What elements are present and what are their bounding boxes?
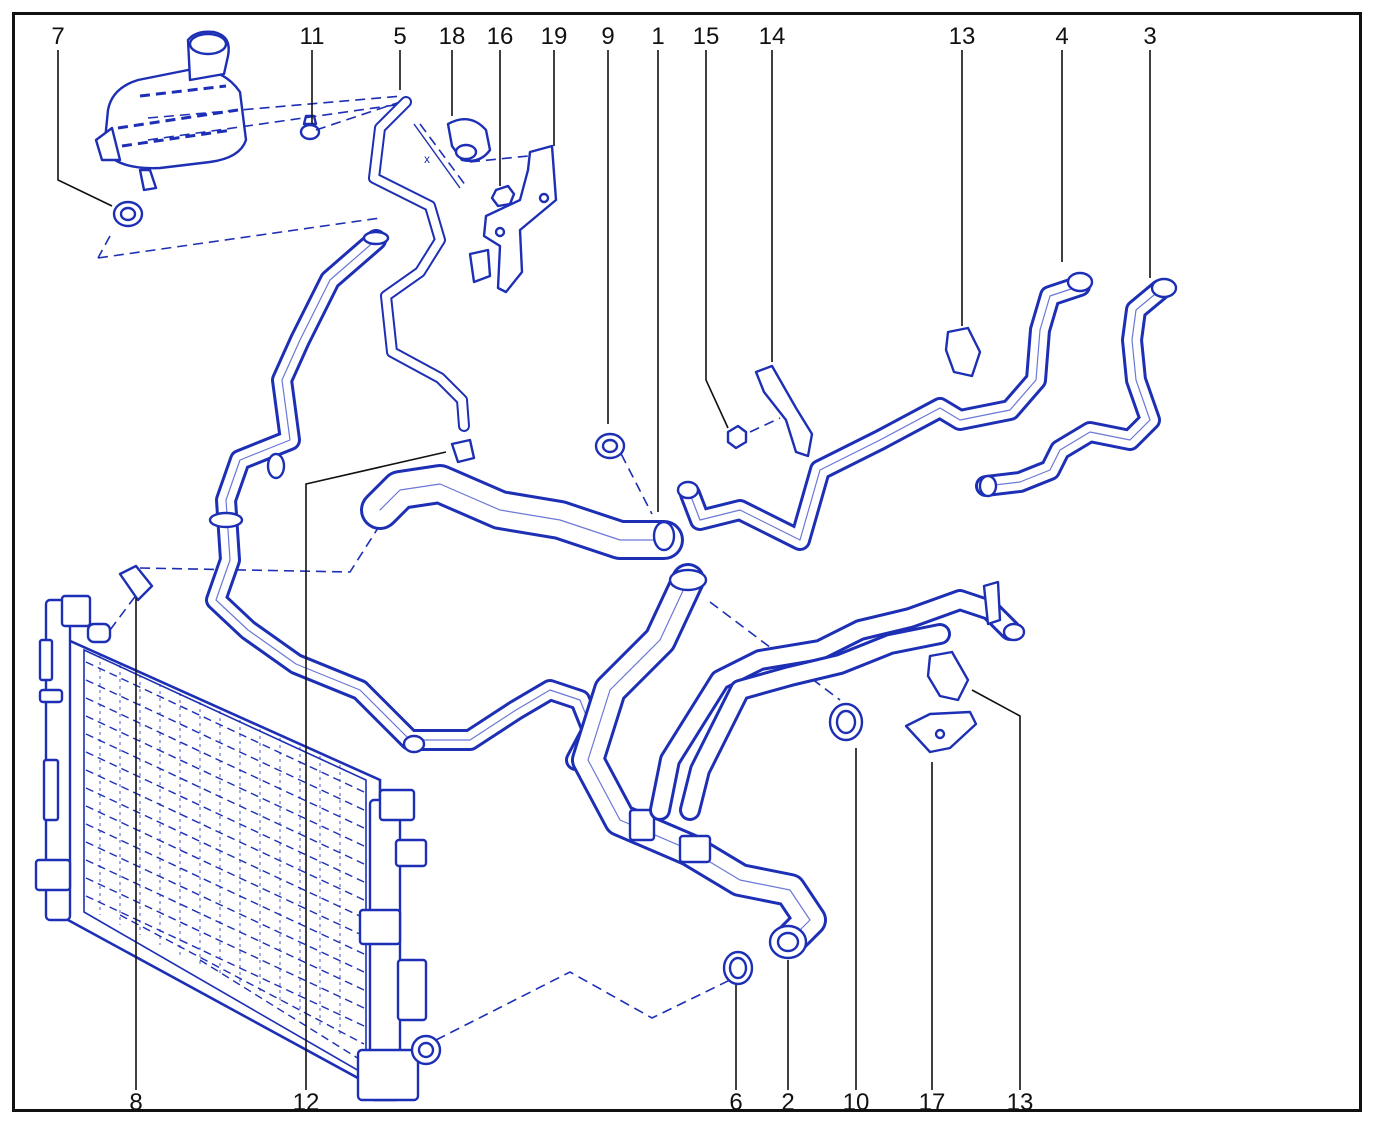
dimension-x: x bbox=[413, 123, 461, 189]
hose-3 bbox=[975, 277, 1178, 498]
hose-clamp-6 bbox=[722, 950, 754, 986]
callout-13-top: 13 bbox=[949, 23, 976, 50]
callout-labels-bottom: 8 12 6 2 10 17 13 bbox=[129, 1089, 1033, 1116]
callout-19: 19 bbox=[541, 23, 568, 50]
hose-connector-12 bbox=[450, 438, 476, 464]
hose-clamp-9 bbox=[594, 432, 626, 460]
callout-leaders bbox=[57, 50, 1151, 1090]
callout-10: 10 bbox=[843, 1089, 870, 1116]
radiator-core-fins bbox=[85, 655, 365, 1063]
callout-labels-top: 7 11 5 18 16 19 9 1 15 14 13 4 3 bbox=[51, 23, 1156, 50]
bracket-17 bbox=[904, 710, 978, 754]
callout-2: 2 bbox=[781, 1089, 794, 1116]
clip-11 bbox=[299, 114, 321, 141]
callout-16: 16 bbox=[487, 23, 514, 50]
radiator bbox=[34, 594, 442, 1102]
hose-1 bbox=[360, 464, 684, 560]
callout-7: 7 bbox=[51, 23, 64, 50]
callout-13-bottom: 13 bbox=[1007, 1089, 1034, 1116]
callout-5: 5 bbox=[393, 23, 406, 50]
callout-3: 3 bbox=[1143, 23, 1156, 50]
callout-18: 18 bbox=[439, 23, 466, 50]
callout-6: 6 bbox=[729, 1089, 742, 1116]
clip-18 bbox=[446, 118, 492, 163]
callout-8: 8 bbox=[129, 1089, 142, 1116]
radiator-left-tank bbox=[34, 594, 112, 922]
expansion-tank bbox=[94, 30, 248, 192]
callout-17: 17 bbox=[919, 1089, 946, 1116]
callout-15: 15 bbox=[693, 23, 720, 50]
bracket-19 bbox=[468, 144, 558, 294]
callout-11: 11 bbox=[300, 23, 325, 50]
callout-1: 1 bbox=[651, 23, 664, 50]
radiator-right-tank bbox=[356, 788, 442, 1102]
clamp-8 bbox=[118, 564, 154, 602]
callout-14: 14 bbox=[759, 23, 786, 50]
clip-13-upper bbox=[944, 326, 982, 378]
callout-4: 4 bbox=[1055, 23, 1068, 50]
hose-twin-pipes bbox=[649, 580, 1026, 821]
callout-12: 12 bbox=[293, 1089, 320, 1116]
hose-clamp-mid-left bbox=[208, 230, 426, 754]
bracket-14 bbox=[754, 364, 814, 458]
bolt-15 bbox=[726, 424, 748, 450]
dimension-label: x bbox=[424, 152, 430, 166]
hose-4 bbox=[676, 271, 1094, 551]
hose-clamp-7 bbox=[112, 200, 144, 228]
hose-2-assembly bbox=[571, 563, 827, 960]
callout-9: 9 bbox=[601, 23, 614, 50]
hose-5 bbox=[368, 96, 470, 432]
hose-radiator-upper bbox=[205, 229, 603, 771]
clip-13-lower bbox=[926, 650, 970, 702]
hose-clamp-10 bbox=[828, 702, 864, 742]
